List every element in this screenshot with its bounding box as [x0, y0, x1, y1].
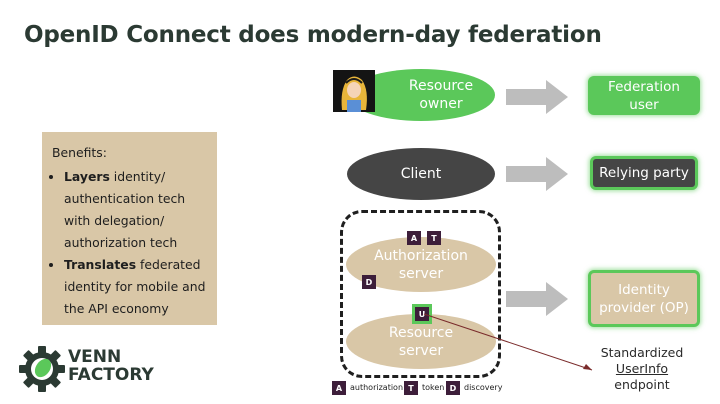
- federation-user-box: Federation user: [588, 76, 700, 115]
- logo-line-2: FACTORY: [68, 365, 154, 385]
- identity-provider-box: Identity provider (OP): [588, 270, 700, 327]
- client-node: Client: [347, 148, 495, 200]
- legend-discovery-label: discovery: [464, 383, 503, 392]
- legend-authorization-label: authorization: [350, 383, 404, 392]
- benefit-text: federated identity for mobile and the AP…: [64, 257, 206, 316]
- user-avatar: [333, 70, 375, 112]
- benefit-bold: Translates: [64, 257, 137, 272]
- userinfo-suffix: endpoint: [614, 377, 670, 392]
- userinfo-prefix: Standardized: [600, 345, 684, 360]
- arrow-right-icon: [506, 282, 568, 316]
- legend-token-badge: T: [404, 381, 418, 395]
- legend-authorization-badge: A: [332, 381, 346, 395]
- userinfo-badge: U: [415, 307, 429, 321]
- benefits-box: Benefits: Layers identity/ authenticatio…: [42, 132, 217, 325]
- venn-factory-logo-icon: [19, 346, 65, 392]
- federation-user-label: Federation user: [608, 78, 680, 113]
- page-title: OpenID Connect does modern-day federatio…: [24, 22, 602, 48]
- discovery-badge: D: [362, 275, 376, 289]
- server-group-box: [340, 210, 501, 378]
- resource-server-node: Resource server: [346, 314, 496, 369]
- authorization-server-label: Authorization server: [374, 247, 468, 282]
- alice-avatar-icon: [333, 70, 375, 112]
- resource-owner-label: Resource owner: [408, 78, 474, 112]
- legend-discovery-badge: D: [446, 381, 460, 395]
- benefit-item: Layers identity/ authentication tech wit…: [64, 166, 209, 254]
- authorization-badge: A: [407, 231, 421, 245]
- arrow-right-icon: [506, 157, 568, 191]
- benefit-bold: Layers: [64, 169, 110, 184]
- relying-party-label: Relying party: [599, 165, 689, 181]
- relying-party-box: Relying party: [590, 156, 698, 190]
- token-badge: T: [427, 231, 441, 245]
- resource-server-label: Resource server: [388, 324, 454, 359]
- identity-provider-label: Identity provider (OP): [599, 281, 689, 316]
- userinfo-endpoint-note: Standardized UserInfo endpoint: [590, 345, 694, 393]
- benefits-heading: Benefits:: [52, 145, 107, 160]
- userinfo-connector-arrow-icon: [423, 313, 593, 371]
- client-label: Client: [400, 166, 442, 182]
- benefits-list: Layers identity/ authentication tech wit…: [52, 166, 209, 320]
- logo-text: VENN FACTORY: [68, 348, 154, 384]
- legend-token-label: token: [422, 383, 445, 392]
- arrow-right-icon: [506, 80, 568, 114]
- benefit-item: Translates federated identity for mobile…: [64, 254, 209, 320]
- userinfo-link[interactable]: UserInfo: [615, 361, 669, 376]
- benefit-text: identity/ authentication tech with deleg…: [64, 169, 186, 250]
- logo-line-1: VENN: [68, 347, 122, 367]
